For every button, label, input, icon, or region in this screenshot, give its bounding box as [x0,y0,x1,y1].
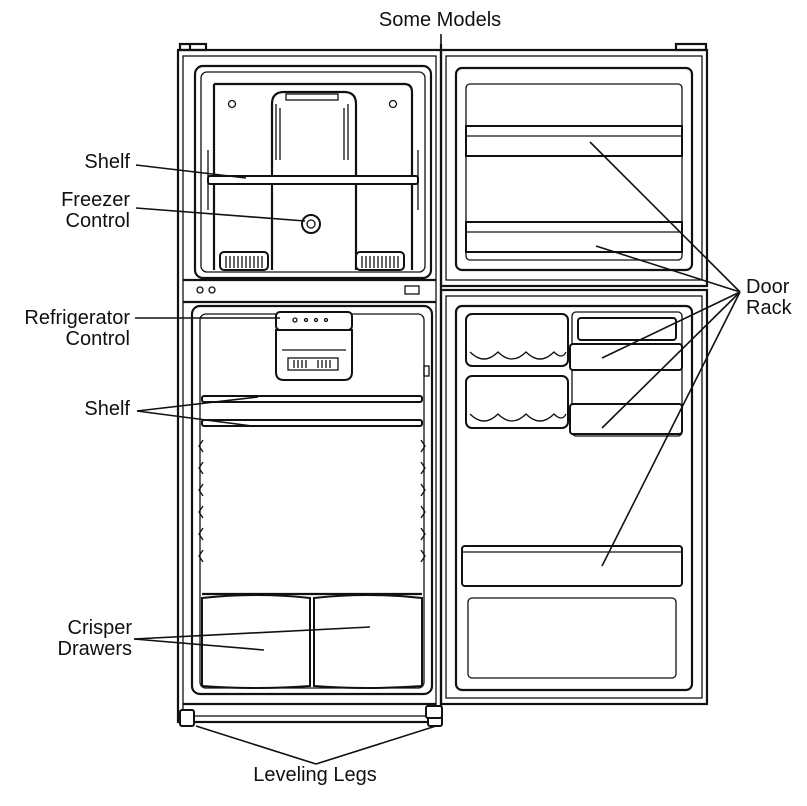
compartment-divider [183,278,436,304]
refrigerator-control-housing [275,311,353,381]
leader-lines [133,34,741,765]
freezer-door [439,42,709,288]
crisper-drawer-right [313,594,423,689]
label-crisper-drawers: Crisper Drawers [20,618,132,660]
freezer-compartment [193,64,433,280]
label-door-rack-line2: Rack [746,297,792,319]
label-refrigerator-control-line2: Control [65,328,130,350]
label-some-models: Some Models [378,9,502,31]
door-bin-lower-left [465,375,569,429]
door-bin-upper-left [465,313,569,367]
label-shelf-freezer: Shelf [84,151,130,173]
freezer-grille-left [219,251,269,271]
label-leveling-legs: Leveling Legs [253,764,377,786]
leveling-legs [179,709,443,727]
label-refrigerator-control: Refrigerator Control [0,308,130,350]
freezer-grille-right [355,251,405,271]
label-crisper-drawers-line2: Drawers [57,638,132,660]
label-freezer-control: Freezer Control [20,190,130,232]
label-door-rack: Door Rack [746,277,806,319]
crisper-drawer-left [201,594,311,689]
door-rack-bottom [461,545,683,587]
label-crisper-drawers-line1: Crisper [67,617,132,639]
label-freezer-control-line1: Freezer [61,189,130,211]
label-freezer-control-line2: Control [65,210,130,232]
shelf-rails [198,439,426,563]
door-rack-lower-right [569,403,683,435]
fresh-food-compartment [190,304,434,696]
refrigerator-door [425,288,709,719]
label-refrigerator-control-line1: Refrigerator [24,307,130,329]
label-door-rack-line1: Door [746,276,790,298]
label-shelf-fridge: Shelf [84,398,130,420]
